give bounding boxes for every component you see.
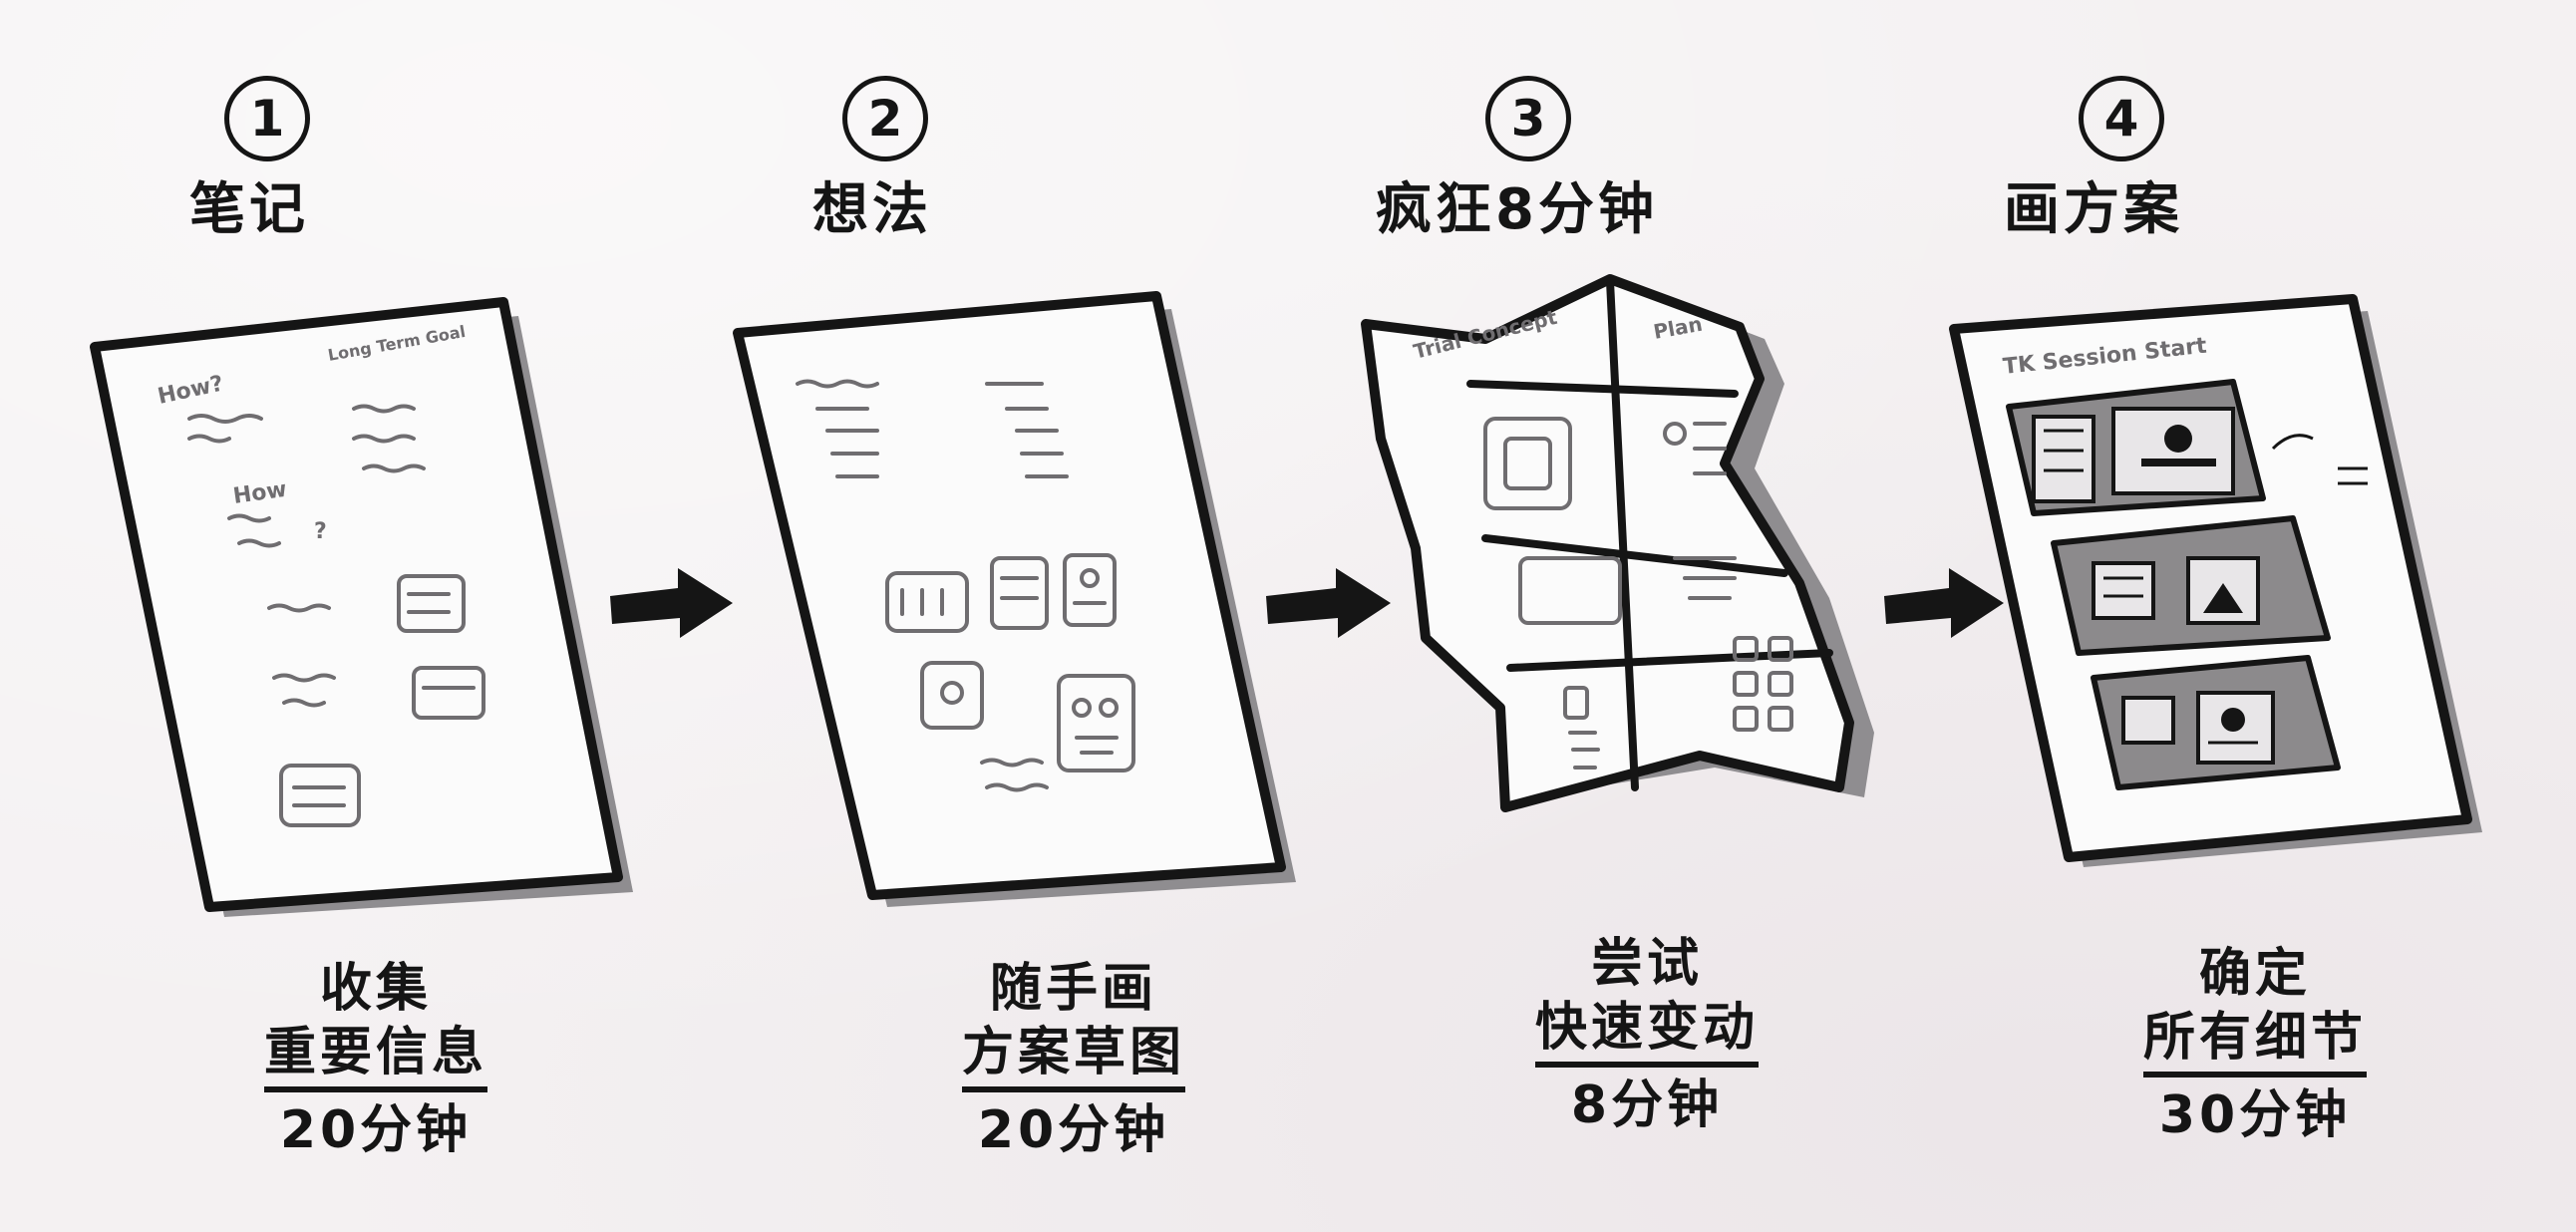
step-4-caption-line-2: 所有细节 (2143, 1006, 2367, 1078)
step-4-caption-line-1: 确定 (2143, 942, 2367, 1006)
crazy-eights-sheet-icon: Trial Concept Plan (1366, 279, 1874, 807)
ideas-sheet-icon (738, 296, 1296, 907)
step-2-caption-line-2: 方案草图 (962, 1021, 1185, 1092)
step-2-caption-line-1: 随手画 (962, 957, 1185, 1021)
step-1-time: 20分钟 (264, 1098, 487, 1162)
step-1-caption: 收集 重要信息 20分钟 (264, 957, 487, 1162)
solution-sketch-sheet-icon: TK Session Start (1954, 299, 2482, 867)
step-3-caption: 尝试 快速变动 8分钟 (1535, 932, 1759, 1137)
step-3-caption-line-2: 快速变动 (1535, 996, 1759, 1068)
arrow-1-icon (610, 568, 733, 638)
step-3-time: 8分钟 (1535, 1074, 1759, 1137)
step-1-caption-line-1: 收集 (264, 957, 487, 1021)
step-4-time: 30分钟 (2143, 1083, 2367, 1147)
step-4-caption: 确定 所有细节 30分钟 (2143, 942, 2367, 1147)
step-2-time: 20分钟 (962, 1098, 1185, 1162)
arrow-2-icon (1266, 568, 1391, 638)
notes-sheet-icon: How? Long Term Goal How ? (95, 302, 633, 917)
step-3-caption-line-1: 尝试 (1535, 932, 1759, 996)
step-1-caption-line-2: 重要信息 (264, 1021, 487, 1092)
arrow-3-icon (1884, 568, 2004, 638)
svg-text:?: ? (314, 519, 327, 544)
step-2-caption: 随手画 方案草图 20分钟 (962, 957, 1185, 1162)
